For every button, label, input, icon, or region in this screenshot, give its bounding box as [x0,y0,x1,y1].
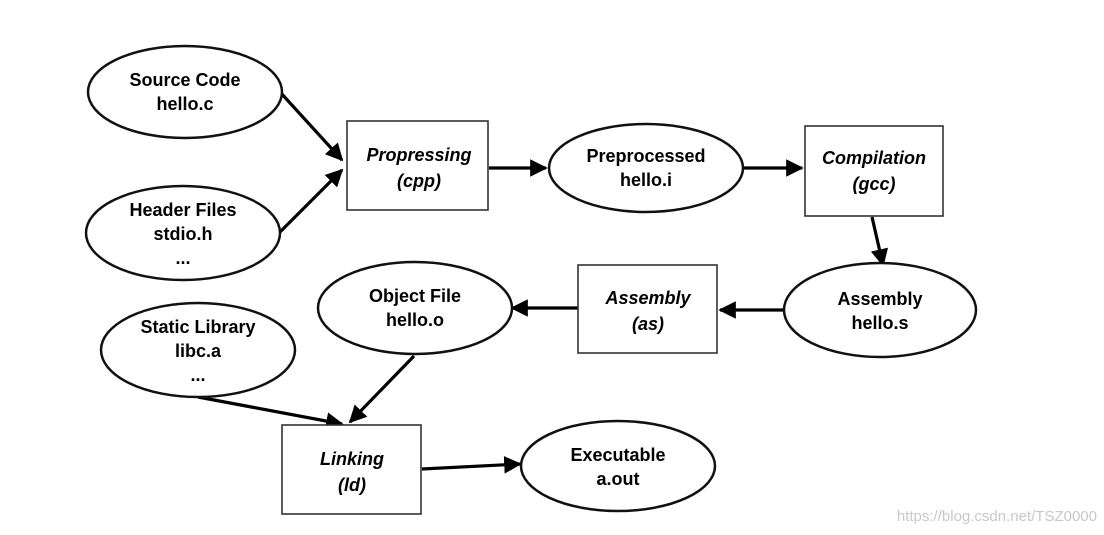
assembly-box [577,264,718,354]
object-file-title: Object File [369,286,461,306]
source-code-title: Source Code [129,70,240,90]
node-linking: Linking (ld) [281,424,422,515]
edge-compilation-to-assembly-file [870,216,889,267]
node-object-file: Object File hello.o [316,260,514,356]
executable-ellipse [519,419,717,513]
compilation-title: Compilation [822,148,926,168]
node-preprocessing: Propressing (cpp) [346,120,489,211]
node-assembly-file: Assembly hello.s [782,261,978,359]
static-library-title: Static Library [140,317,255,337]
header-files-ellipsis: ... [175,248,190,268]
node-preprocessed: Preprocessed hello.i [547,122,745,214]
preprocessing-title: Propressing [366,145,471,165]
preprocessing-tool: (cpp) [397,171,441,191]
edge-static-library-to-linking [197,395,344,430]
preprocessing-box [346,120,489,211]
header-files-title: Header Files [129,200,236,220]
assembly-file-ellipse [782,261,978,359]
preprocessed-title: Preprocessed [586,146,705,166]
compilation-box [804,125,944,217]
source-code-ellipse [86,44,284,140]
edge-source-to-preprocessing [278,90,344,162]
watermark-text: https://blog.csdn.net/TSZ0000 [897,508,1097,525]
assembly-tool: (as) [632,314,664,334]
edge-linking-to-executable [421,456,522,474]
node-compilation: Compilation (gcc) [804,125,944,217]
linking-box [281,424,422,515]
preprocessed-ellipse [547,122,745,214]
assembly-file-filename: hello.s [851,313,908,333]
linking-title: Linking [320,449,384,469]
static-library-ellipsis: ... [190,365,205,385]
node-assembly: Assembly (as) [577,264,718,354]
assembly-file-title: Assembly [837,289,922,309]
edges [197,90,889,474]
edge-object-file-to-linking [348,354,416,424]
node-static-library: Static Library libc.a ... [99,301,297,399]
header-files-filename: stdio.h [154,224,213,244]
object-file-filename: hello.o [386,310,444,330]
executable-filename: a.out [597,469,640,489]
preprocessed-filename: hello.i [620,170,672,190]
header-files-ellipse [84,184,282,282]
object-file-ellipse [316,260,514,356]
linking-tool: (ld) [338,475,366,495]
edge-header-to-preprocessing [278,168,344,234]
static-library-ellipse [99,301,297,399]
node-header-files: Header Files stdio.h ... [84,184,282,282]
static-library-filename: libc.a [175,341,222,361]
executable-title: Executable [570,445,665,465]
node-executable: Executable a.out [519,419,717,513]
assembly-title: Assembly [604,288,691,308]
source-code-filename: hello.c [156,94,213,114]
node-source-code: Source Code hello.c [86,44,284,140]
compilation-tool: (gcc) [852,174,895,194]
